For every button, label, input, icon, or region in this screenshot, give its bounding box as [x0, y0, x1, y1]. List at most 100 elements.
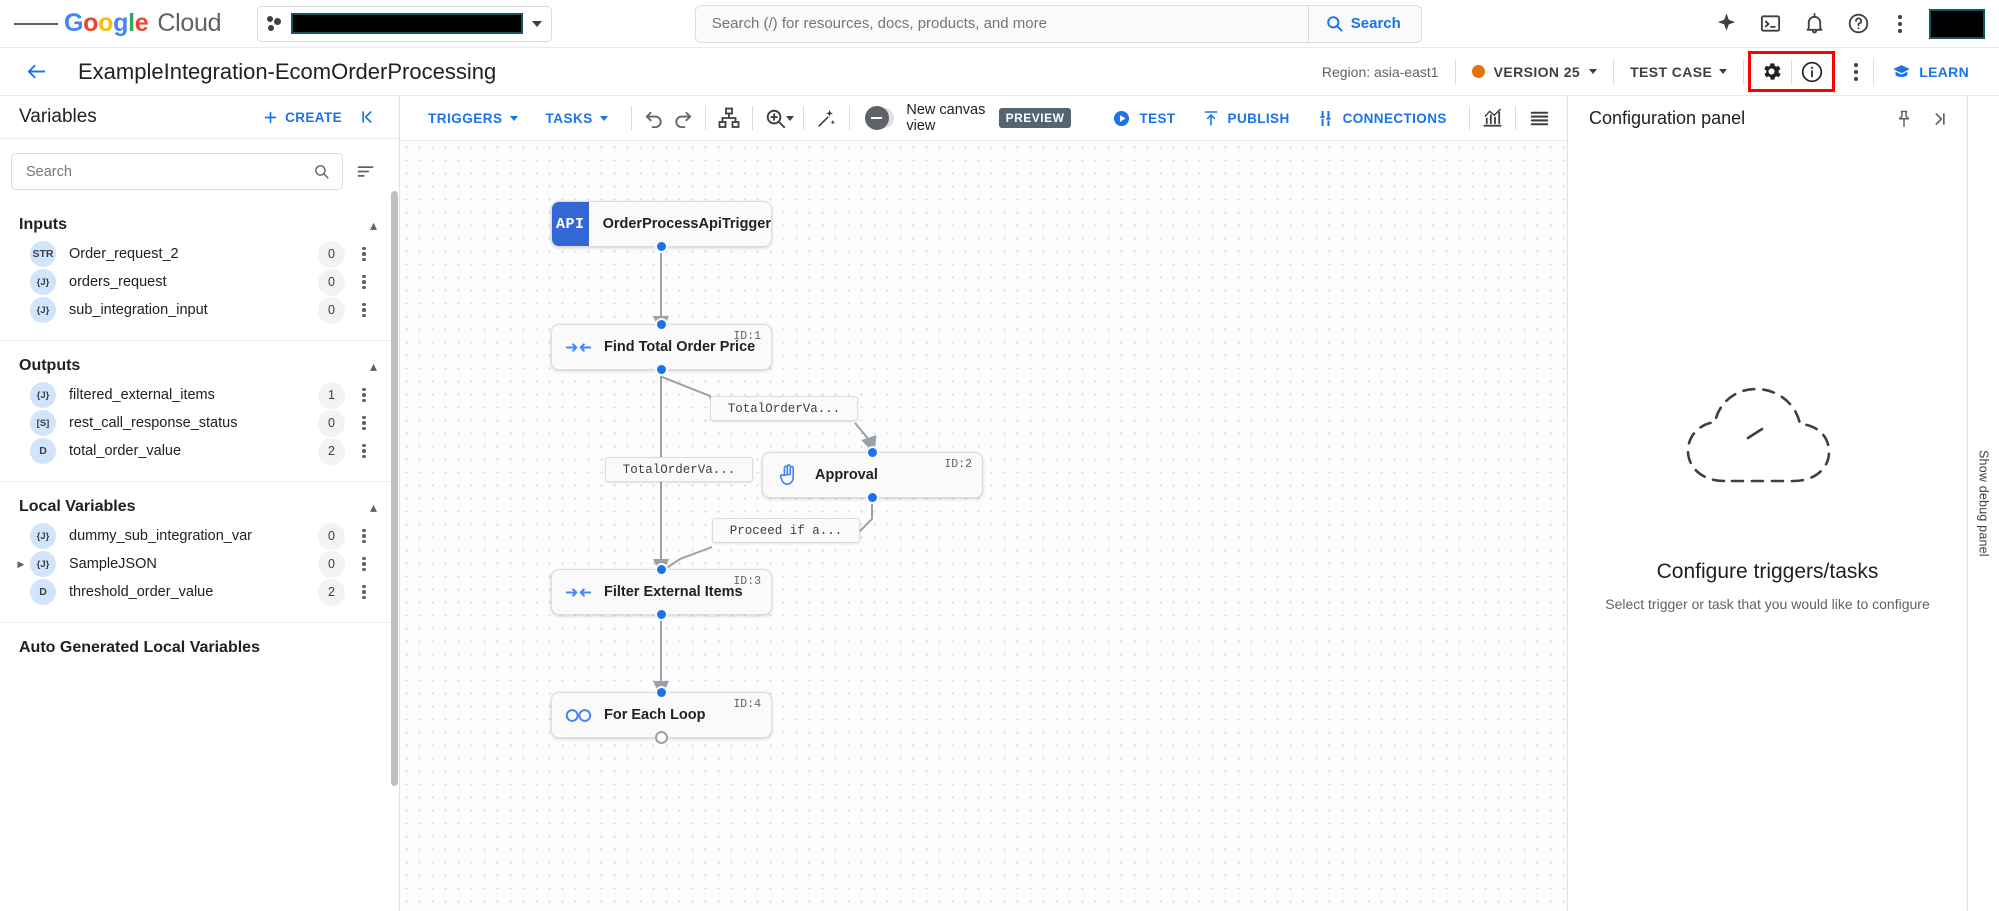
- google-cloud-logo[interactable]: Google Cloud: [64, 9, 222, 38]
- variable-type-badge: {J}: [30, 382, 56, 408]
- variables-search-field[interactable]: [11, 153, 343, 190]
- search-input[interactable]: [695, 5, 1308, 42]
- node-output-port[interactable]: [655, 240, 668, 253]
- node-input-port[interactable]: [655, 563, 668, 576]
- variable-type-badge: {J}: [30, 297, 56, 323]
- canvas-actions: TEST PUBLISH CONNECTIONS: [1099, 109, 1459, 128]
- section-header-auto-generated[interactable]: Auto Generated Local Variables: [0, 633, 399, 663]
- variable-row[interactable]: {J} sub_integration_input 0: [0, 296, 399, 324]
- page-header-actions: Region: asia-east1 VERSION 25 TEST CASE: [1322, 48, 1983, 95]
- section-header-inputs[interactable]: Inputs ▴: [0, 210, 399, 240]
- variable-type-badge: {J}: [30, 523, 56, 549]
- region-label: Region: asia-east1: [1321, 63, 1439, 80]
- help-icon[interactable]: [1839, 4, 1879, 44]
- chevron-down-icon[interactable]: [785, 115, 794, 121]
- variable-more-options-icon[interactable]: [351, 410, 377, 436]
- node-find-total-order-price[interactable]: Find Total Order Price ID:1: [551, 324, 772, 370]
- integration-flow-canvas[interactable]: API OrderProcessApiTrigger Find Total Or…: [400, 141, 1567, 911]
- variable-row[interactable]: {J} filtered_external_items 1: [0, 381, 399, 409]
- variables-panel-scrollbar[interactable]: [391, 191, 398, 786]
- publish-button[interactable]: PUBLISH: [1189, 109, 1303, 127]
- google-wordmark: Google: [64, 9, 149, 37]
- tasks-menu-button[interactable]: TASKS: [532, 111, 622, 126]
- settings-gear-icon[interactable]: [1751, 52, 1791, 91]
- edge-label[interactable]: TotalOrderVa...: [605, 457, 753, 482]
- node-output-port[interactable]: [655, 731, 668, 744]
- zoom-icon[interactable]: [762, 99, 790, 137]
- analytics-chart-icon[interactable]: [1479, 99, 1507, 137]
- node-id: ID:2: [944, 458, 972, 471]
- node-filter-external-items[interactable]: Filter External Items ID:3: [551, 569, 772, 615]
- variables-search-input[interactable]: [24, 162, 313, 181]
- edge-label[interactable]: Proceed if a...: [712, 518, 860, 543]
- node-input-port[interactable]: [866, 446, 879, 459]
- version-selector[interactable]: VERSION 25: [1456, 64, 1613, 80]
- expand-toggle-icon[interactable]: ▶: [17, 558, 25, 569]
- variable-more-options-icon[interactable]: [351, 382, 377, 408]
- undo-icon[interactable]: [641, 99, 669, 137]
- node-input-port[interactable]: [655, 318, 668, 331]
- variable-more-options-icon[interactable]: [351, 241, 377, 267]
- redo-icon[interactable]: [668, 99, 696, 137]
- connections-button[interactable]: CONNECTIONS: [1303, 109, 1460, 128]
- show-debug-panel-rail[interactable]: Show debug panel: [1967, 96, 1999, 911]
- test-button[interactable]: TEST: [1099, 109, 1188, 128]
- section-header-local-variables[interactable]: Local Variables ▴: [0, 492, 399, 522]
- expand-panel-icon[interactable]: [1921, 102, 1955, 136]
- test-case-selector[interactable]: TEST CASE: [1614, 64, 1743, 80]
- triggers-menu-button[interactable]: TRIGGERS: [414, 111, 532, 126]
- node-id: ID:1: [733, 330, 761, 343]
- section-title: Outputs: [19, 357, 81, 374]
- new-canvas-view-toggle[interactable]: [864, 106, 895, 130]
- variable-row[interactable]: {J} orders_request 0: [0, 268, 399, 296]
- learn-button[interactable]: LEARN: [1874, 62, 1983, 81]
- notifications-bell-icon[interactable]: [1795, 4, 1835, 44]
- back-arrow-icon[interactable]: [16, 52, 56, 92]
- global-search-bar[interactable]: Search: [694, 4, 1422, 43]
- variable-more-options-icon[interactable]: [351, 551, 377, 577]
- search-button[interactable]: Search: [1307, 5, 1421, 42]
- preview-badge: PREVIEW: [998, 108, 1072, 128]
- section-header-outputs[interactable]: Outputs ▴: [0, 351, 399, 381]
- variables-search-row: [0, 139, 399, 200]
- variable-row[interactable]: ▶ {J} SampleJSON 0: [0, 550, 399, 578]
- cloud-shell-icon[interactable]: [1751, 4, 1791, 44]
- node-output-port[interactable]: [655, 608, 668, 621]
- auto-layout-icon[interactable]: [715, 99, 743, 137]
- node-output-port[interactable]: [866, 491, 879, 504]
- variable-row[interactable]: D threshold_order_value 2: [0, 578, 399, 606]
- edge-label[interactable]: TotalOrderVa...: [710, 396, 858, 421]
- node-input-port[interactable]: [655, 686, 668, 699]
- variable-more-options-icon[interactable]: [351, 438, 377, 464]
- variable-more-options-icon[interactable]: [351, 579, 377, 605]
- variable-more-options-icon[interactable]: [351, 523, 377, 549]
- node-approval[interactable]: Approval ID:2: [762, 452, 983, 498]
- page-more-options-icon[interactable]: [1839, 52, 1873, 92]
- project-selector[interactable]: [257, 5, 553, 42]
- node-for-each-loop[interactable]: For Each Loop ID:4: [551, 692, 772, 738]
- magic-wand-icon[interactable]: [812, 99, 840, 137]
- node-order-process-api-trigger[interactable]: API OrderProcessApiTrigger: [551, 201, 772, 247]
- user-avatar-redacted[interactable]: [1928, 8, 1985, 39]
- variable-row[interactable]: STR Order_request_2 0: [0, 240, 399, 268]
- play-circle-icon: [1114, 110, 1130, 126]
- node-output-port[interactable]: [655, 363, 668, 376]
- top-bar-more-options-icon[interactable]: [1883, 4, 1917, 44]
- divider: [1743, 58, 1745, 85]
- sort-filter-icon[interactable]: [353, 160, 377, 184]
- logs-list-icon[interactable]: [1525, 99, 1553, 137]
- gemini-sparkle-icon[interactable]: [1707, 4, 1747, 44]
- search-icon: [315, 165, 329, 179]
- hamburger-menu-icon[interactable]: [14, 2, 59, 46]
- collapse-panel-icon[interactable]: [352, 100, 386, 134]
- variable-more-options-icon[interactable]: [351, 297, 377, 323]
- create-variable-button[interactable]: CREATE: [262, 109, 342, 126]
- variable-more-options-icon[interactable]: [351, 269, 377, 295]
- variable-row[interactable]: {J} dummy_sub_integration_var 0: [0, 522, 399, 550]
- variable-count: 0: [318, 240, 345, 268]
- variables-panel-header: Variables CREATE: [0, 96, 399, 139]
- variable-row[interactable]: D total_order_value 2: [0, 437, 399, 465]
- variable-row[interactable]: [S] rest_call_response_status 0: [0, 409, 399, 437]
- info-circle-icon[interactable]: [1792, 52, 1832, 91]
- pin-icon[interactable]: [1887, 102, 1921, 136]
